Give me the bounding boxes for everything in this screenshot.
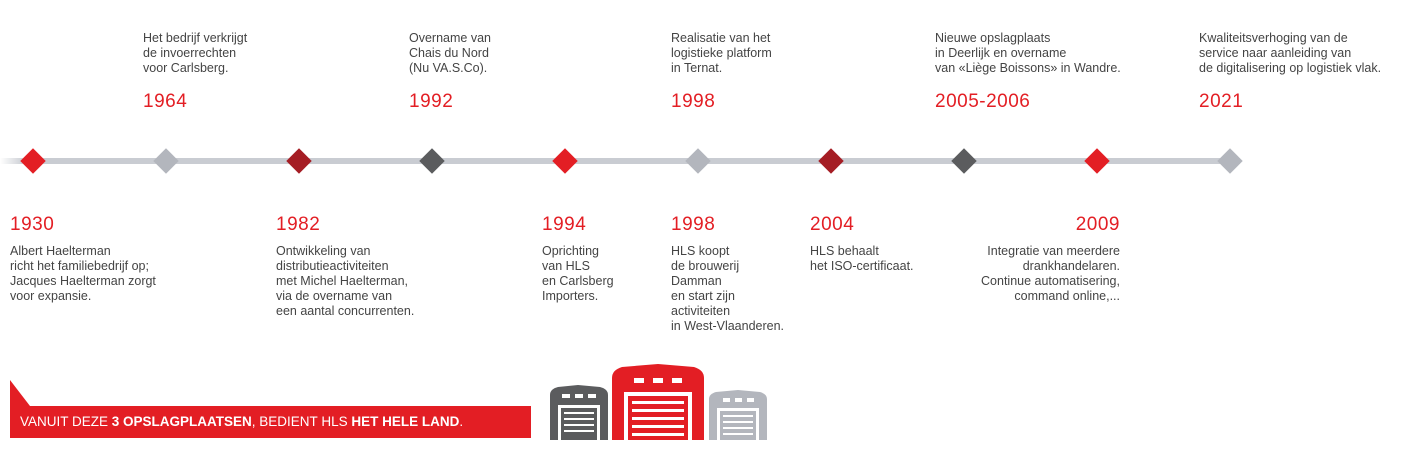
- diamond-icon: [20, 148, 46, 174]
- event-description: Oprichting van HLS en Carlsberg Importer…: [542, 244, 614, 303]
- warehouse-icon: [612, 364, 704, 440]
- event-year: 1994: [542, 214, 587, 235]
- event-year: 1998: [671, 91, 716, 112]
- event-description: Nieuwe opslagplaats in Deerlijk en overn…: [935, 31, 1121, 75]
- diamond-icon: [286, 148, 312, 174]
- event-description: Integratie van meerdere drankhandelaren.…: [981, 244, 1120, 303]
- event-year: 1930: [10, 214, 55, 235]
- event-description: Albert Haelterman richt het familiebedri…: [10, 244, 156, 303]
- banner-highlight: 3 OPSLAGPLAATSEN: [111, 414, 252, 429]
- event-description: Ontwikkeling van distributieactiviteiten…: [276, 244, 415, 318]
- banner-text-part: VANUIT DEZE: [20, 414, 112, 429]
- event-year: 1998: [671, 214, 716, 235]
- event-description: Het bedrijf verkrijgt de invoerrechten v…: [143, 31, 248, 75]
- diamond-icon: [951, 148, 977, 174]
- event-description: HLS koopt de brouwerij Damman en start z…: [671, 244, 785, 333]
- timeline-line: [0, 158, 1240, 164]
- event-year: 2009: [1075, 214, 1120, 235]
- banner-text-part: .: [459, 414, 464, 429]
- diamond-icon: [1084, 148, 1110, 174]
- diamond-icon: [552, 148, 578, 174]
- diamond-icon: [419, 148, 445, 174]
- banner-highlight: HET HELE LAND: [351, 414, 460, 429]
- event-year: 2005-2006: [935, 91, 1031, 112]
- event-year: 1992: [409, 91, 454, 112]
- event-year: 2021: [1199, 91, 1244, 112]
- warehouse-icon: [550, 385, 608, 440]
- warehouse-icon: [709, 390, 767, 440]
- event-year: 1964: [143, 91, 188, 112]
- event-year: 1982: [276, 214, 321, 235]
- banner-text-part: , BEDIENT HLS: [251, 414, 352, 429]
- diamond-icon: [153, 148, 179, 174]
- diamond-icon: [1217, 148, 1243, 174]
- event-year: 2004: [810, 214, 855, 235]
- slogan-banner: VANUIT DEZE 3 OPSLAGPLAATSEN, BEDIENT HL…: [10, 406, 531, 438]
- diamond-icon: [685, 148, 711, 174]
- banner-flag: [10, 380, 30, 406]
- diamond-icon: [818, 148, 844, 174]
- event-description: Kwaliteitsverhoging van de service naar …: [1199, 31, 1382, 75]
- event-description: HLS behaalt het ISO-certificaat.: [810, 244, 914, 273]
- event-description: Overname van Chais du Nord (Nu VA.S.Co).: [409, 31, 491, 75]
- event-description: Realisatie van het logistieke platform i…: [671, 31, 772, 75]
